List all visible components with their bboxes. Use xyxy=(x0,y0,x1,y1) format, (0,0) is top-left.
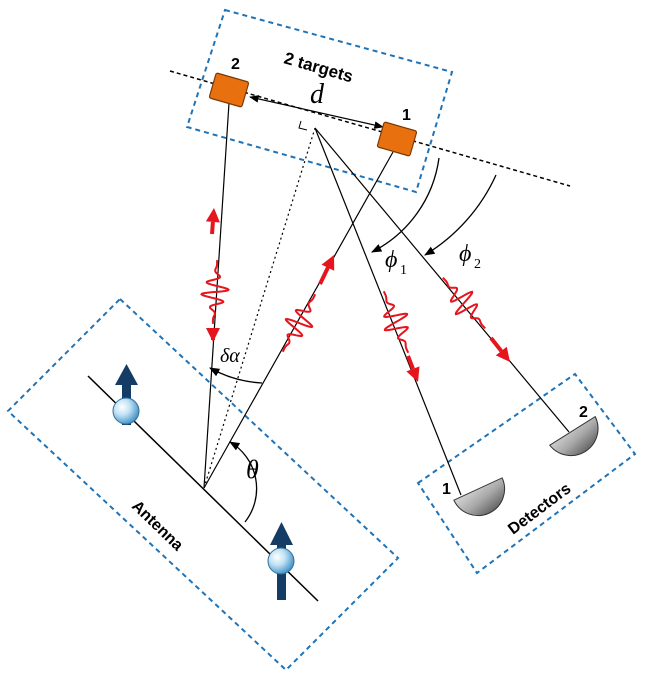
arrow-to-target1 xyxy=(318,255,335,285)
separation-label: d xyxy=(310,79,325,110)
antenna-box xyxy=(6,297,400,672)
right-angle-mark xyxy=(298,120,308,131)
ray-antenna-center xyxy=(203,127,316,489)
phi2-symbol: ϕ xyxy=(459,241,471,267)
target-axis-line xyxy=(169,70,571,187)
target-1-label: 1 xyxy=(402,107,411,124)
spin-top xyxy=(112,364,140,425)
ray-antenna-target2 xyxy=(203,102,230,489)
phi1-arc xyxy=(371,157,440,253)
propagation-arrows xyxy=(205,208,510,382)
detector-1 xyxy=(453,477,506,517)
arrow-to-target2 xyxy=(205,208,220,235)
ray-target-detector2 xyxy=(314,127,570,433)
separation-arrow xyxy=(249,95,384,129)
ray-antenna-target1 xyxy=(203,151,394,489)
wave-packets xyxy=(200,260,486,354)
phi1-symbol: ϕ xyxy=(385,247,397,273)
detectors-box xyxy=(416,372,637,575)
antenna-box-title: Antenna xyxy=(128,498,186,555)
phi1-subscript: 1 xyxy=(400,263,407,278)
arrow-to-detector1 xyxy=(406,355,420,382)
theta-arc xyxy=(229,441,258,523)
delta-alpha-arc xyxy=(209,367,263,384)
detectors-box-title: Detectors xyxy=(505,480,574,538)
theta-label: θ xyxy=(246,455,259,484)
wave-packet-to-target2 xyxy=(200,260,230,324)
detector-1-label: 1 xyxy=(442,481,451,498)
wave-packet-to-target1 xyxy=(281,293,317,353)
wave-packet-to-detector1 xyxy=(382,290,410,354)
delta-alpha-label: δα xyxy=(220,345,240,367)
detector-2 xyxy=(549,415,599,457)
target-1 xyxy=(376,121,418,157)
target-2-label: 2 xyxy=(231,56,240,73)
target-2 xyxy=(208,72,250,108)
phi2-subscript: 2 xyxy=(474,257,481,272)
phi2-arc xyxy=(424,174,497,256)
tail-target2 xyxy=(206,328,220,342)
wave-packet-to-detector2 xyxy=(442,276,486,330)
targets-box xyxy=(185,8,454,194)
rays xyxy=(203,102,570,496)
arrow-to-detector2 xyxy=(489,336,510,362)
detector-2-label: 2 xyxy=(579,404,588,421)
spin-bottom xyxy=(267,522,295,600)
